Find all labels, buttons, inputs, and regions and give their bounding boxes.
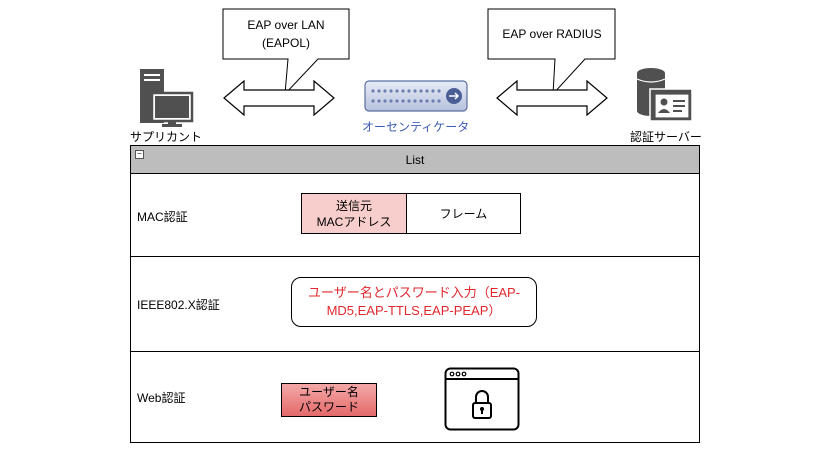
authenticator-switch-icon	[364, 80, 468, 112]
double-arrow-right	[496, 80, 608, 116]
source-mac-text: 送信元 MACアドレス	[316, 198, 392, 229]
eap-credentials-text: ユーザー名とパスワード入力（EAP- MD5,EAP-TTLS,EAP-PEAP…	[307, 285, 521, 318]
browser-lock-icon	[444, 367, 520, 431]
callout-radius-text: EAP over RADIUS	[502, 27, 602, 41]
row-label-mac: MAC認証	[137, 210, 188, 224]
auth-method-list: − List MAC認証 送信元 MACアドレス フレーム IEEE802.X認…	[130, 145, 700, 443]
list-title: List	[405, 153, 425, 167]
auth-server-label: 認証サーバー	[630, 130, 702, 144]
authenticator-label: オーセンティケータ	[362, 120, 470, 134]
supplicant-pc-icon	[140, 69, 194, 127]
frame-text: フレーム	[439, 206, 488, 221]
list-row-web: Web認証 ユーザー名 パスワード	[131, 352, 699, 443]
double-arrow-left	[223, 80, 335, 116]
list-row-mac: MAC認証 送信元 MACアドレス フレーム	[131, 174, 699, 257]
row-label-ieee: IEEE802.X認証	[137, 298, 220, 312]
supplicant-label: サプリカント	[130, 130, 203, 144]
row-label-web: Web認証	[137, 391, 186, 405]
auth-server-icon	[636, 68, 693, 122]
callout-eapol-shape	[222, 8, 350, 96]
eap-credentials-box: ユーザー名とパスワード入力（EAP- MD5,EAP-TTLS,EAP-PEAP…	[291, 277, 537, 327]
collapse-icon[interactable]: −	[135, 150, 144, 159]
frame-box: フレーム	[406, 193, 521, 234]
callout-eapol-text: EAP over LAN (EAPOL)	[247, 18, 325, 50]
web-credentials-text: ユーザー名 パスワード	[298, 385, 359, 414]
web-credentials-box: ユーザー名 パスワード	[281, 383, 377, 417]
list-row-ieee: IEEE802.X認証 ユーザー名とパスワード入力（EAP- MD5,EAP-T…	[131, 257, 699, 352]
list-header: − List	[131, 146, 699, 174]
callout-radius-shape	[487, 8, 616, 96]
source-mac-box: 送信元 MACアドレス	[301, 193, 407, 234]
